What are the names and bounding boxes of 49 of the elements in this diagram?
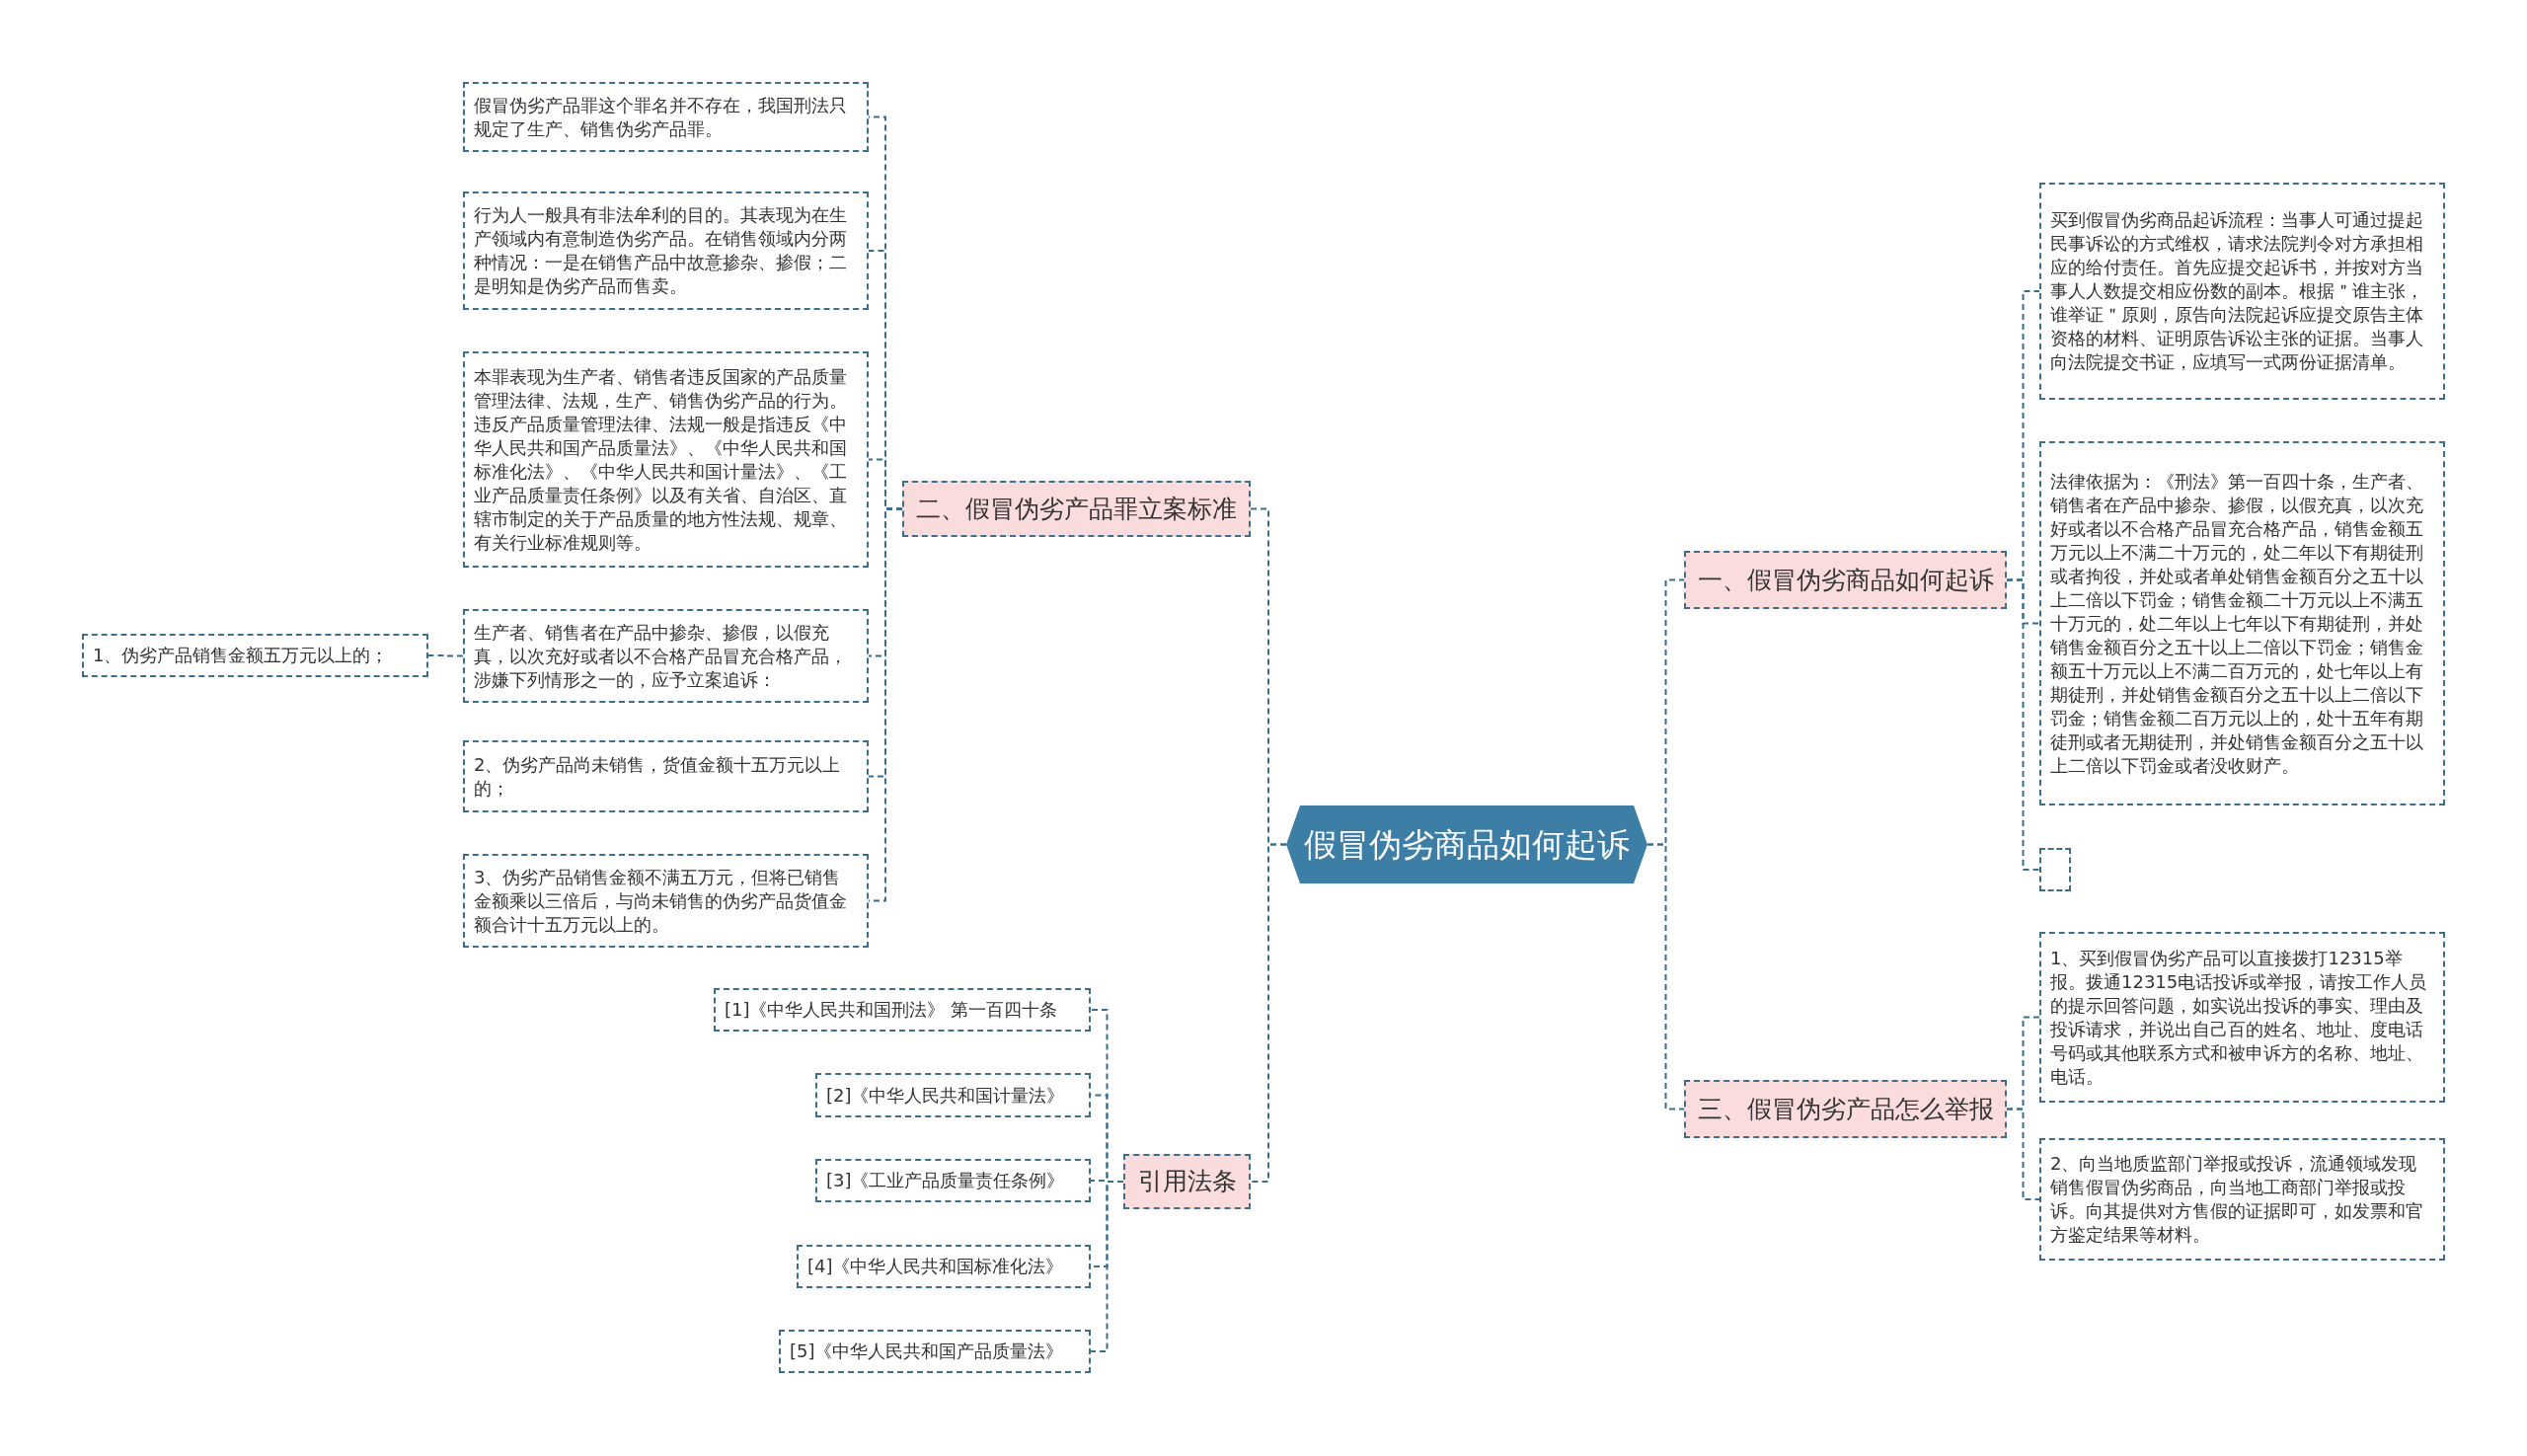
text-box bbox=[2039, 183, 2445, 400]
text-box bbox=[815, 1159, 1091, 1202]
note-text: 法律依据为：《刑法》第一百四十条，生产者、销售者在产品中掺杂、掺假，以假充真，以次充好或者以不合格产品冒充合格产品，销售金额五万元以上不满二十万元的，处二年以下有期徒刑或者拘役，并处或者单处销售金额百分之五十以上二倍以下罚金；销售金额二十万元以上不满五十万元的，处二年以上七年以下有期徒刑，并处销售金额百分之五十以上二倍以下罚金；销售金额五十万元以上不满二百万元的，处七年以上有期徒刑，并处销售金额百分之五十以上二倍以下罚金；销售金额二百万元以上的，处十五年有期徒刑或者无期徒刑，并处销售金额百分之五十以上二倍以下罚金或者没收财产。 bbox=[2050, 469, 2424, 778]
connector-line bbox=[2006, 1108, 2040, 1200]
text-box bbox=[463, 609, 869, 703]
text-box bbox=[82, 634, 428, 677]
note-text: 本罪表现为生产者、销售者违反国家的产品质量管理法律、法规，生产、销售伪劣产品的行为。违反产品质量管理法律、法规一般是指违反《中华人民共和国产品质量法》、《中华人民共和国标准化法》、《中华人民共和国计量法》、《工业产品质量责任条例》以及有关省、自治区、直辖市制定的关于产品质量的地方性法规、规章、有关行业标准规则等。 bbox=[474, 364, 848, 555]
note-text: [4]《中华人民共和国标准化法》 bbox=[807, 1255, 1065, 1278]
connector-line bbox=[2006, 578, 2040, 871]
text-box bbox=[797, 1245, 1091, 1288]
topic-title: 三、假冒伪劣产品怎么举报 bbox=[1697, 1093, 1994, 1125]
note-text: 2、向当地质监部门举报或投诉，流通领域发现销售假冒伪劣商品，向当地工商部门举报或投诉。向其提供对方售假的证据即可，如发票和官方鉴定结果等材料。 bbox=[2050, 1152, 2424, 1247]
text-box bbox=[463, 82, 869, 152]
text-box bbox=[2039, 1138, 2445, 1261]
text-box bbox=[2039, 932, 2445, 1103]
note-text: 1、伪劣产品销售金额五万元以上的； bbox=[93, 644, 390, 667]
connector-line bbox=[427, 654, 464, 657]
note-text: 买到假冒伪劣商品起诉流程：当事人可通过提起民事诉讼的方式维权，请求法院判令对方承担相应的给付责任。首先应提交起诉书，并按对方当事人人数提交相应份数的副本。根据＂谁主张，谁举证＂原则，原告向法院起诉应提交原告主体资格的材料、证明原告诉讼主张的证据。当事人向法院提交书证，应填写一式两份证据清单。 bbox=[2050, 208, 2424, 374]
note-text: 假冒伪劣产品罪这个罪名并不存在，我国刑法只规定了生产、销售伪劣产品罪。 bbox=[474, 93, 848, 141]
central-topic bbox=[1286, 805, 1647, 883]
connector-line bbox=[1250, 843, 1287, 1183]
connector-line bbox=[1090, 1181, 1124, 1352]
note-text: [5]《中华人民共和国产品质量法》 bbox=[790, 1340, 1065, 1363]
topic-title: 假冒伪劣商品如何起诉 bbox=[1304, 824, 1630, 865]
text-box bbox=[815, 1073, 1091, 1117]
note-text: 3、伪劣产品销售金额不满五万元，但将已销售金额乘以三倍后，与尚未销售的伪劣产品货值金额合计十五万元以上的。 bbox=[474, 865, 848, 937]
text-box bbox=[2039, 441, 2445, 805]
text-box bbox=[714, 988, 1091, 1032]
text-box bbox=[779, 1330, 1091, 1373]
note-text: 2、伪劣产品尚未销售，货值金额十五万元以上的； bbox=[474, 752, 842, 801]
text-box bbox=[463, 192, 869, 310]
topic-box bbox=[1684, 1080, 2007, 1138]
connector-line bbox=[1646, 843, 1685, 1111]
text-box bbox=[463, 740, 869, 812]
note-text: [1]《中华人民共和国刑法》 第一百四十条 bbox=[725, 998, 1059, 1022]
topic-title: 一、假冒伪劣商品如何起诉 bbox=[1697, 564, 1994, 596]
note-text: 1、买到假冒伪劣产品可以直接拨打12315举报。拨通12315电话投诉或举报，请按工作人员的提示回答问题，如实说出投诉的事实、理由及投诉请求，并说出自己百的姓名、地址、度电话号码或其他联系方式和被申诉方的名称、地址、电话。 bbox=[2050, 946, 2428, 1089]
note-text: 行为人一般具有非法牟利的目的。其表现为在生产领域内有意制造伪劣产品。在销售领域内分两种情况：一是在销售产品中故意掺杂、掺假；二是明知是伪劣产品而售卖。 bbox=[474, 203, 848, 298]
text-box bbox=[463, 351, 869, 568]
topic-box bbox=[902, 481, 1251, 537]
note-text: [3]《工业产品质量责任条例》 bbox=[826, 1169, 1066, 1192]
topic-box bbox=[1684, 551, 2007, 609]
empty-box bbox=[2039, 848, 2071, 891]
topic-title: 引用法条 bbox=[1137, 1166, 1237, 1197]
topic-title: 二、假冒伪劣产品罪立案标准 bbox=[916, 493, 1237, 525]
text-box bbox=[463, 854, 869, 948]
note-text: 生产者、销售者在产品中掺杂、掺假，以假充真，以次充好或者以不合格产品冒充合格产品，涉嫌下列情形之一的，应予立案追诉： bbox=[474, 620, 848, 692]
note-text: [2]《中华人民共和国计量法》 bbox=[826, 1083, 1066, 1108]
topic-box bbox=[1123, 1154, 1251, 1209]
